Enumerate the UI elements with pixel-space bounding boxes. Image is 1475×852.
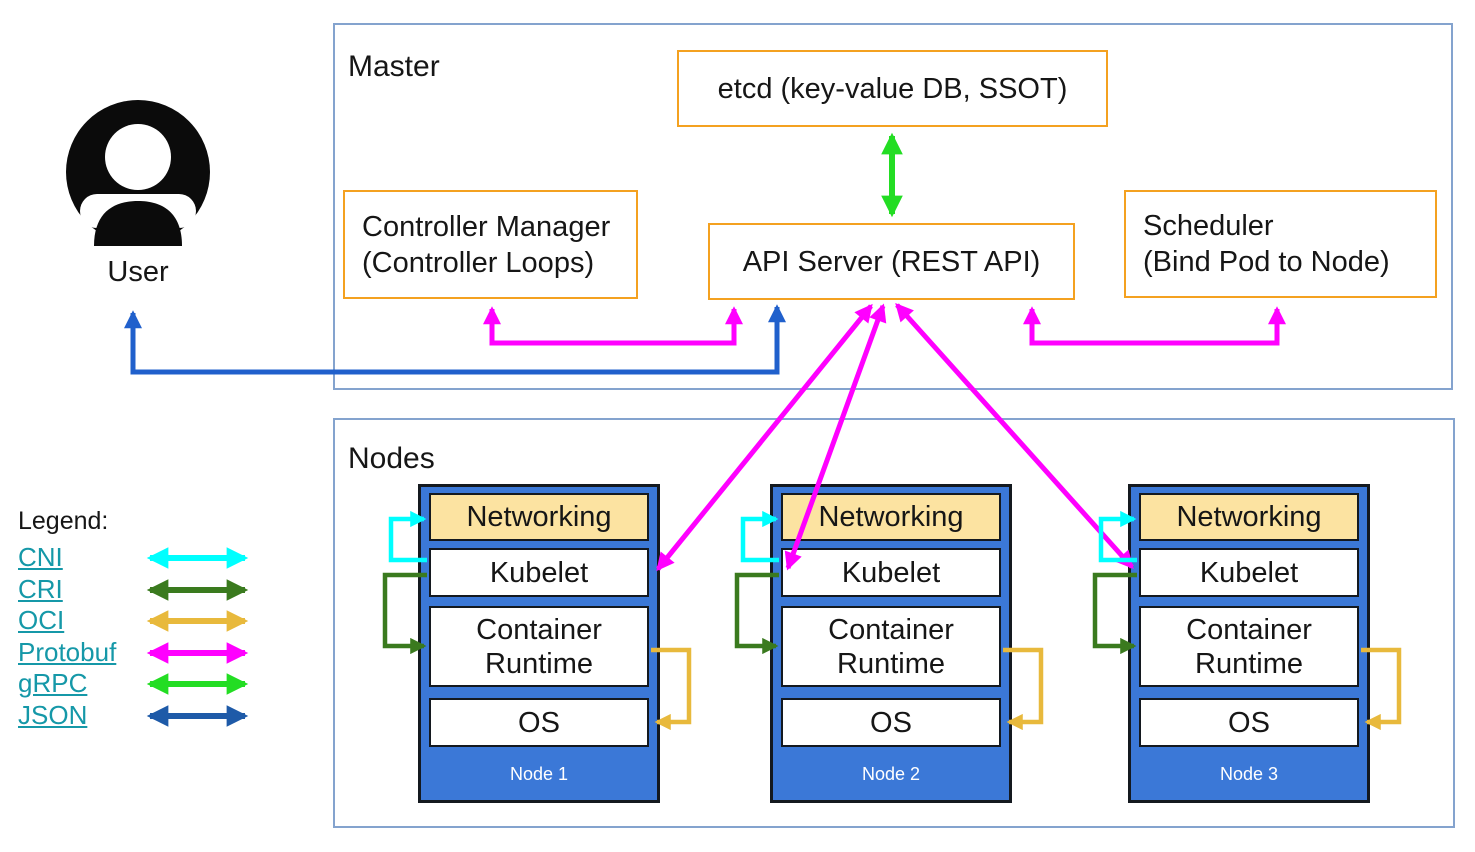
controller-manager-line2: (Controller Loops) — [362, 246, 595, 279]
node-2-kubelet: Kubelet — [781, 548, 1001, 597]
scheduler-line1: Scheduler — [1143, 210, 1274, 242]
node-3: Networking Kubelet Container Runtime OS … — [1128, 484, 1370, 803]
node-3-kubelet: Kubelet — [1139, 548, 1359, 597]
node-1-kubelet: Kubelet — [429, 548, 649, 597]
node-3-networking: Networking — [1139, 493, 1359, 541]
user-figure — [63, 97, 213, 252]
node-2-container-runtime: Container Runtime — [781, 606, 1001, 687]
node-3-os: OS — [1139, 698, 1359, 747]
controller-manager-box: Controller Manager (Controller Loops) — [343, 190, 638, 299]
legend-link-cni[interactable]: CNI — [18, 542, 63, 572]
legend-link-grpc[interactable]: gRPC — [18, 668, 88, 698]
node-1-name: Node 1 — [509, 764, 569, 784]
nodes-title: Nodes — [348, 442, 435, 475]
legend-link-json[interactable]: JSON — [18, 700, 88, 730]
node-2-networking: Networking — [781, 493, 1001, 541]
node-2-name: Node 2 — [861, 764, 921, 784]
node-3-name: Node 3 — [1219, 764, 1279, 784]
legend-link-oci[interactable]: OCI — [18, 605, 65, 635]
legend-title: Legend: — [18, 507, 109, 535]
node-3-container-runtime: Container Runtime — [1139, 606, 1359, 687]
node-1-os: OS — [429, 698, 649, 747]
controller-manager-line1: Controller Manager — [362, 210, 611, 243]
node-1: Networking Kubelet Container Runtime OS … — [418, 484, 660, 803]
node-2-os: OS — [781, 698, 1001, 747]
nodes-frame — [333, 418, 1455, 828]
scheduler-box: Scheduler (Bind Pod to Node) — [1124, 190, 1437, 298]
etcd-box: etcd (key-value DB, SSOT) — [677, 50, 1108, 127]
node-2: Networking Kubelet Container Runtime OS … — [770, 484, 1012, 803]
user-label: User — [107, 256, 169, 288]
master-frame — [333, 23, 1453, 390]
node-1-networking: Networking — [429, 493, 649, 541]
api-server-label: API Server (REST API) — [742, 245, 1041, 278]
api-server-box: API Server (REST API) — [708, 223, 1075, 300]
legend-link-protobuf[interactable]: Protobuf — [18, 637, 117, 667]
master-title: Master — [348, 50, 440, 83]
legend-link-cri[interactable]: CRI — [18, 574, 63, 604]
node-1-container-runtime: Container Runtime — [429, 606, 649, 687]
user-icon — [66, 100, 210, 246]
etcd-label: etcd (key-value DB, SSOT) — [717, 72, 1068, 105]
scheduler-line2: (Bind Pod to Node) — [1143, 246, 1390, 278]
